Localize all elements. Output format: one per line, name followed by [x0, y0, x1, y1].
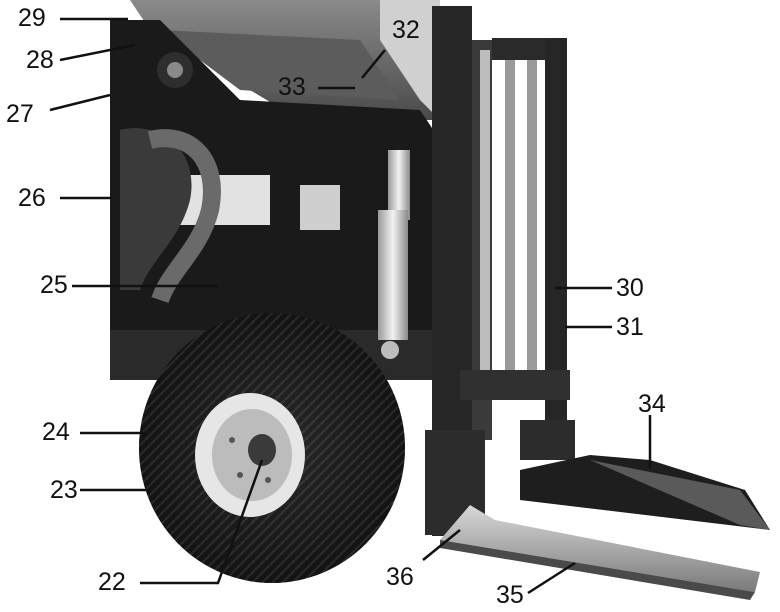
- fork-mast: [425, 6, 575, 536]
- callout-27: 27: [6, 100, 34, 128]
- callout-28: 28: [26, 46, 54, 74]
- forks: [440, 455, 770, 600]
- machine-body: [110, 20, 440, 380]
- callout-30: 30: [616, 274, 644, 302]
- callout-24: 24: [42, 418, 70, 446]
- callout-26: 26: [18, 184, 46, 212]
- wheel: [139, 313, 405, 583]
- hydraulic-cylinder: [378, 150, 410, 359]
- callout-22: 22: [98, 568, 126, 596]
- callout-23: 23: [50, 476, 78, 504]
- leader-lines: [49, 17, 652, 595]
- callout-31: 31: [616, 313, 644, 341]
- callout-32: 32: [392, 16, 420, 44]
- callout-29: 29: [18, 4, 46, 32]
- callout-35: 35: [496, 581, 524, 609]
- callout-36: 36: [386, 563, 414, 591]
- callout-33: 33: [278, 73, 306, 101]
- hopper: [130, 0, 440, 120]
- callout-34: 34: [638, 390, 666, 418]
- callout-25: 25: [40, 271, 68, 299]
